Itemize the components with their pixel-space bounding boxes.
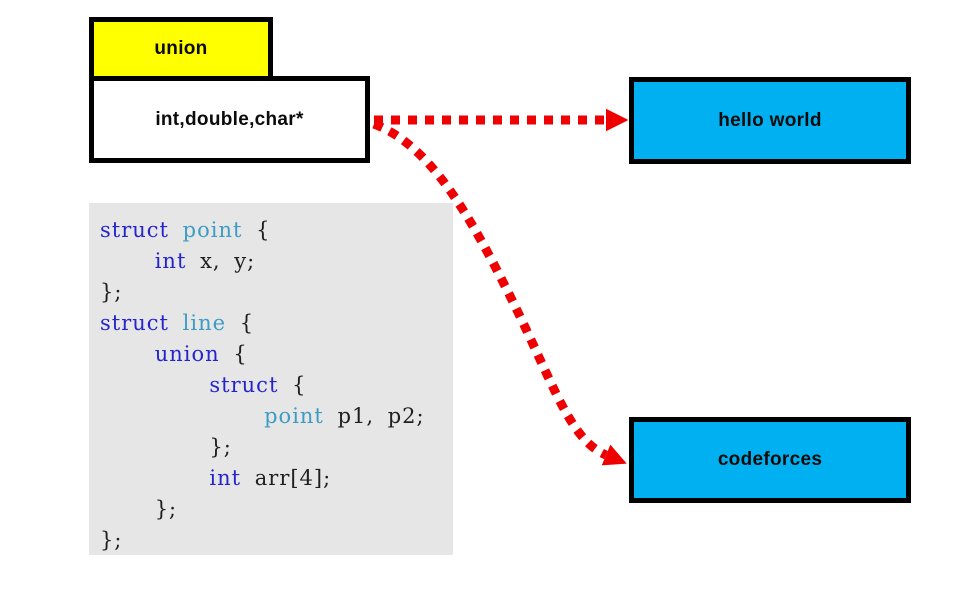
code-block: struct point { int x, y;};struct line { …	[89, 203, 453, 555]
code-line: struct line {	[100, 311, 255, 335]
codeforces-box: codeforces	[629, 417, 911, 503]
code-line: int x, y;	[154, 249, 256, 273]
hello-world-box: hello world	[629, 77, 911, 164]
code-line: };	[100, 435, 232, 459]
codeforces-label: codeforces	[717, 449, 823, 470]
code-line: struct {	[209, 373, 307, 397]
union-tab-box: union	[89, 17, 273, 81]
code-line: union {	[154, 342, 248, 366]
code-line: int arr[4];	[209, 466, 332, 490]
union-members-label: int,double,char*	[155, 108, 304, 130]
union-tab-label: union	[154, 38, 208, 59]
code-line: };	[100, 497, 178, 521]
hello-world-label: hello world	[718, 109, 822, 131]
code-line: point p1, p2;	[264, 404, 425, 428]
code-line: };	[100, 528, 123, 552]
code-line: };	[100, 280, 123, 304]
code-line: struct point {	[100, 218, 271, 242]
union-members-box: int,double,char*	[89, 76, 370, 163]
